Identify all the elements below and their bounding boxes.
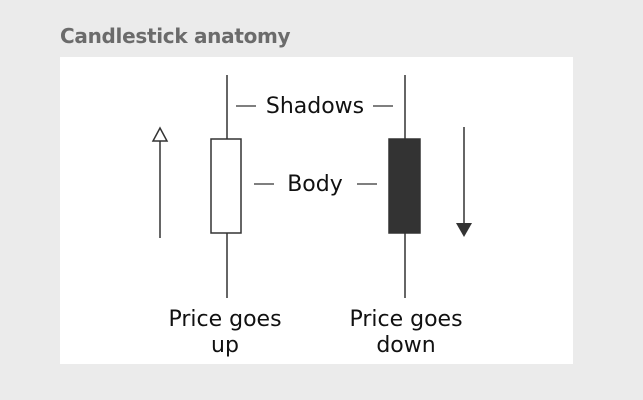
diagram-title: Candlestick anatomy xyxy=(60,24,291,48)
body-label: Body xyxy=(287,172,343,197)
bullish-candle xyxy=(210,75,242,298)
bullish-body xyxy=(210,138,242,234)
down-caption-line2: down xyxy=(376,333,435,358)
bearish-candle xyxy=(388,75,421,298)
down-arrow-icon xyxy=(456,127,472,237)
up-caption-line2: up xyxy=(211,333,239,358)
down-caption-line1: Price goes xyxy=(349,307,462,332)
shadows-label: Shadows xyxy=(266,94,364,119)
up-arrow-icon xyxy=(151,126,169,238)
bearish-body xyxy=(388,138,421,234)
diagram-panel xyxy=(60,57,573,364)
up-caption-line1: Price goes xyxy=(168,307,281,332)
